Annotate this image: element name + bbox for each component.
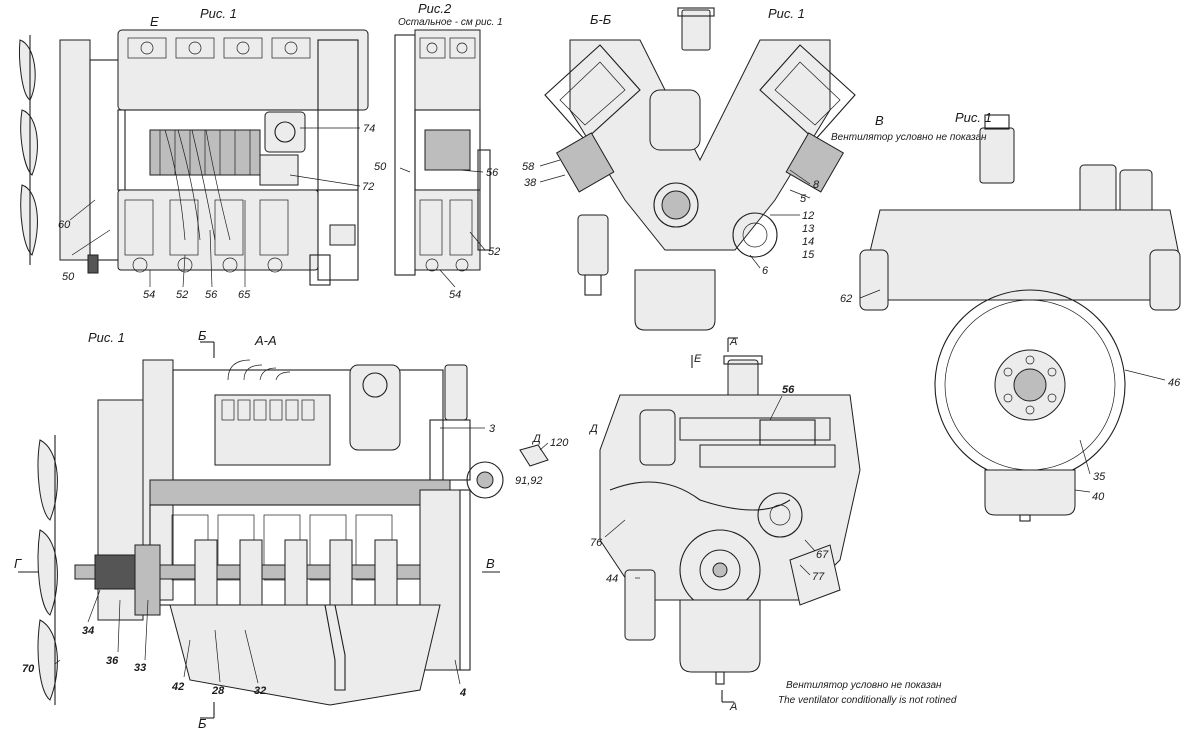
front-a-bottom: А: [729, 701, 737, 713]
front-e-label: Е: [694, 353, 702, 365]
fan-not-shown-right: Вентилятор условно не показан: [831, 132, 987, 143]
fig2-note: Остальное - см рис. 1: [398, 17, 503, 28]
fig1-title-bb: Рис. 1: [768, 6, 805, 21]
label-15: 15: [802, 249, 815, 261]
label-70: 70: [22, 663, 35, 675]
label-50-fig2: 50: [374, 161, 387, 173]
oil-pan-section: [169, 604, 441, 706]
view-v-label: В: [875, 113, 884, 128]
label-33: 33: [134, 662, 146, 674]
section-g-arrow: Г: [14, 556, 22, 571]
fan-not-shown-en: The ventilator conditionally is not roti…: [778, 695, 957, 706]
label-54-left: 54: [143, 289, 155, 301]
detail-d: [519, 442, 549, 467]
section-b-bottom: Б: [198, 716, 207, 731]
label-60: 60: [58, 219, 71, 231]
section-b-top: Б: [198, 328, 207, 343]
label-56-left: 56: [205, 289, 218, 301]
label-65: 65: [238, 289, 251, 301]
label-8: 8: [813, 179, 820, 191]
label-77: 77: [812, 571, 825, 583]
front-d-label: Д: [588, 423, 598, 435]
view-v-rear: [859, 114, 1181, 522]
label-62: 62: [840, 293, 852, 305]
label-91-92: 91,92: [515, 475, 543, 487]
label-52-fig2: 52: [488, 246, 500, 258]
label-38: 38: [524, 177, 537, 189]
fig1-title-right: Рис. 1: [955, 110, 992, 125]
label-56-front: 56: [782, 384, 795, 396]
label-56-fig2: 56: [486, 167, 499, 179]
fan-not-shown-ru: Вентилятор условно не показан: [786, 680, 942, 691]
label-12: 12: [802, 210, 814, 222]
left-cylinder-bank: [544, 44, 641, 193]
fig2-partial-view: [394, 29, 491, 288]
label-58: 58: [522, 161, 535, 173]
label-28: 28: [211, 685, 225, 697]
section-aa-label: А-А: [254, 333, 277, 348]
label-40: 40: [1092, 491, 1105, 503]
fuel-pump-top: [149, 129, 261, 176]
fig2-title: Рис.2: [418, 1, 452, 16]
section-e-top: Е: [150, 14, 159, 29]
label-67: 67: [816, 549, 829, 561]
label-6: 6: [762, 265, 769, 277]
label-32: 32: [254, 685, 266, 697]
front-view-e: [599, 337, 861, 703]
label-44: 44: [606, 573, 618, 585]
fuel-pump-section: [214, 359, 331, 466]
label-34: 34: [82, 625, 94, 637]
fan-blades-bottom: [37, 435, 58, 705]
label-54-fig2: 54: [449, 289, 461, 301]
label-13: 13: [802, 223, 815, 235]
top-left-side-view: [19, 29, 369, 288]
label-14: 14: [802, 236, 814, 248]
section-v-arrow: В: [486, 556, 495, 571]
label-42: 42: [171, 681, 184, 693]
label-72: 72: [362, 181, 374, 193]
fan-blades-top: [19, 35, 38, 265]
label-50-left: 50: [62, 271, 75, 283]
compressor-section: [349, 364, 401, 451]
section-bb-label: Б-Б: [590, 12, 612, 27]
label-36: 36: [106, 655, 119, 667]
fig1-title-bottom-left: Рис. 1: [88, 330, 125, 345]
label-74: 74: [363, 123, 375, 135]
label-76: 76: [590, 537, 603, 549]
section-aa-view: [18, 341, 504, 719]
section-bb-view: [539, 7, 856, 331]
label-3: 3: [489, 423, 496, 435]
front-a-top: А: [729, 336, 737, 348]
label-120: 120: [550, 437, 569, 449]
label-52-left: 52: [176, 289, 188, 301]
fig1-title-top-left: Рис. 1: [200, 6, 237, 21]
label-4: 4: [459, 687, 466, 699]
label-46: 46: [1168, 377, 1181, 389]
label-35: 35: [1093, 471, 1106, 483]
detail-d-label: Д: [531, 433, 541, 445]
label-5: 5: [800, 193, 807, 205]
block-top-rail: [149, 479, 451, 506]
